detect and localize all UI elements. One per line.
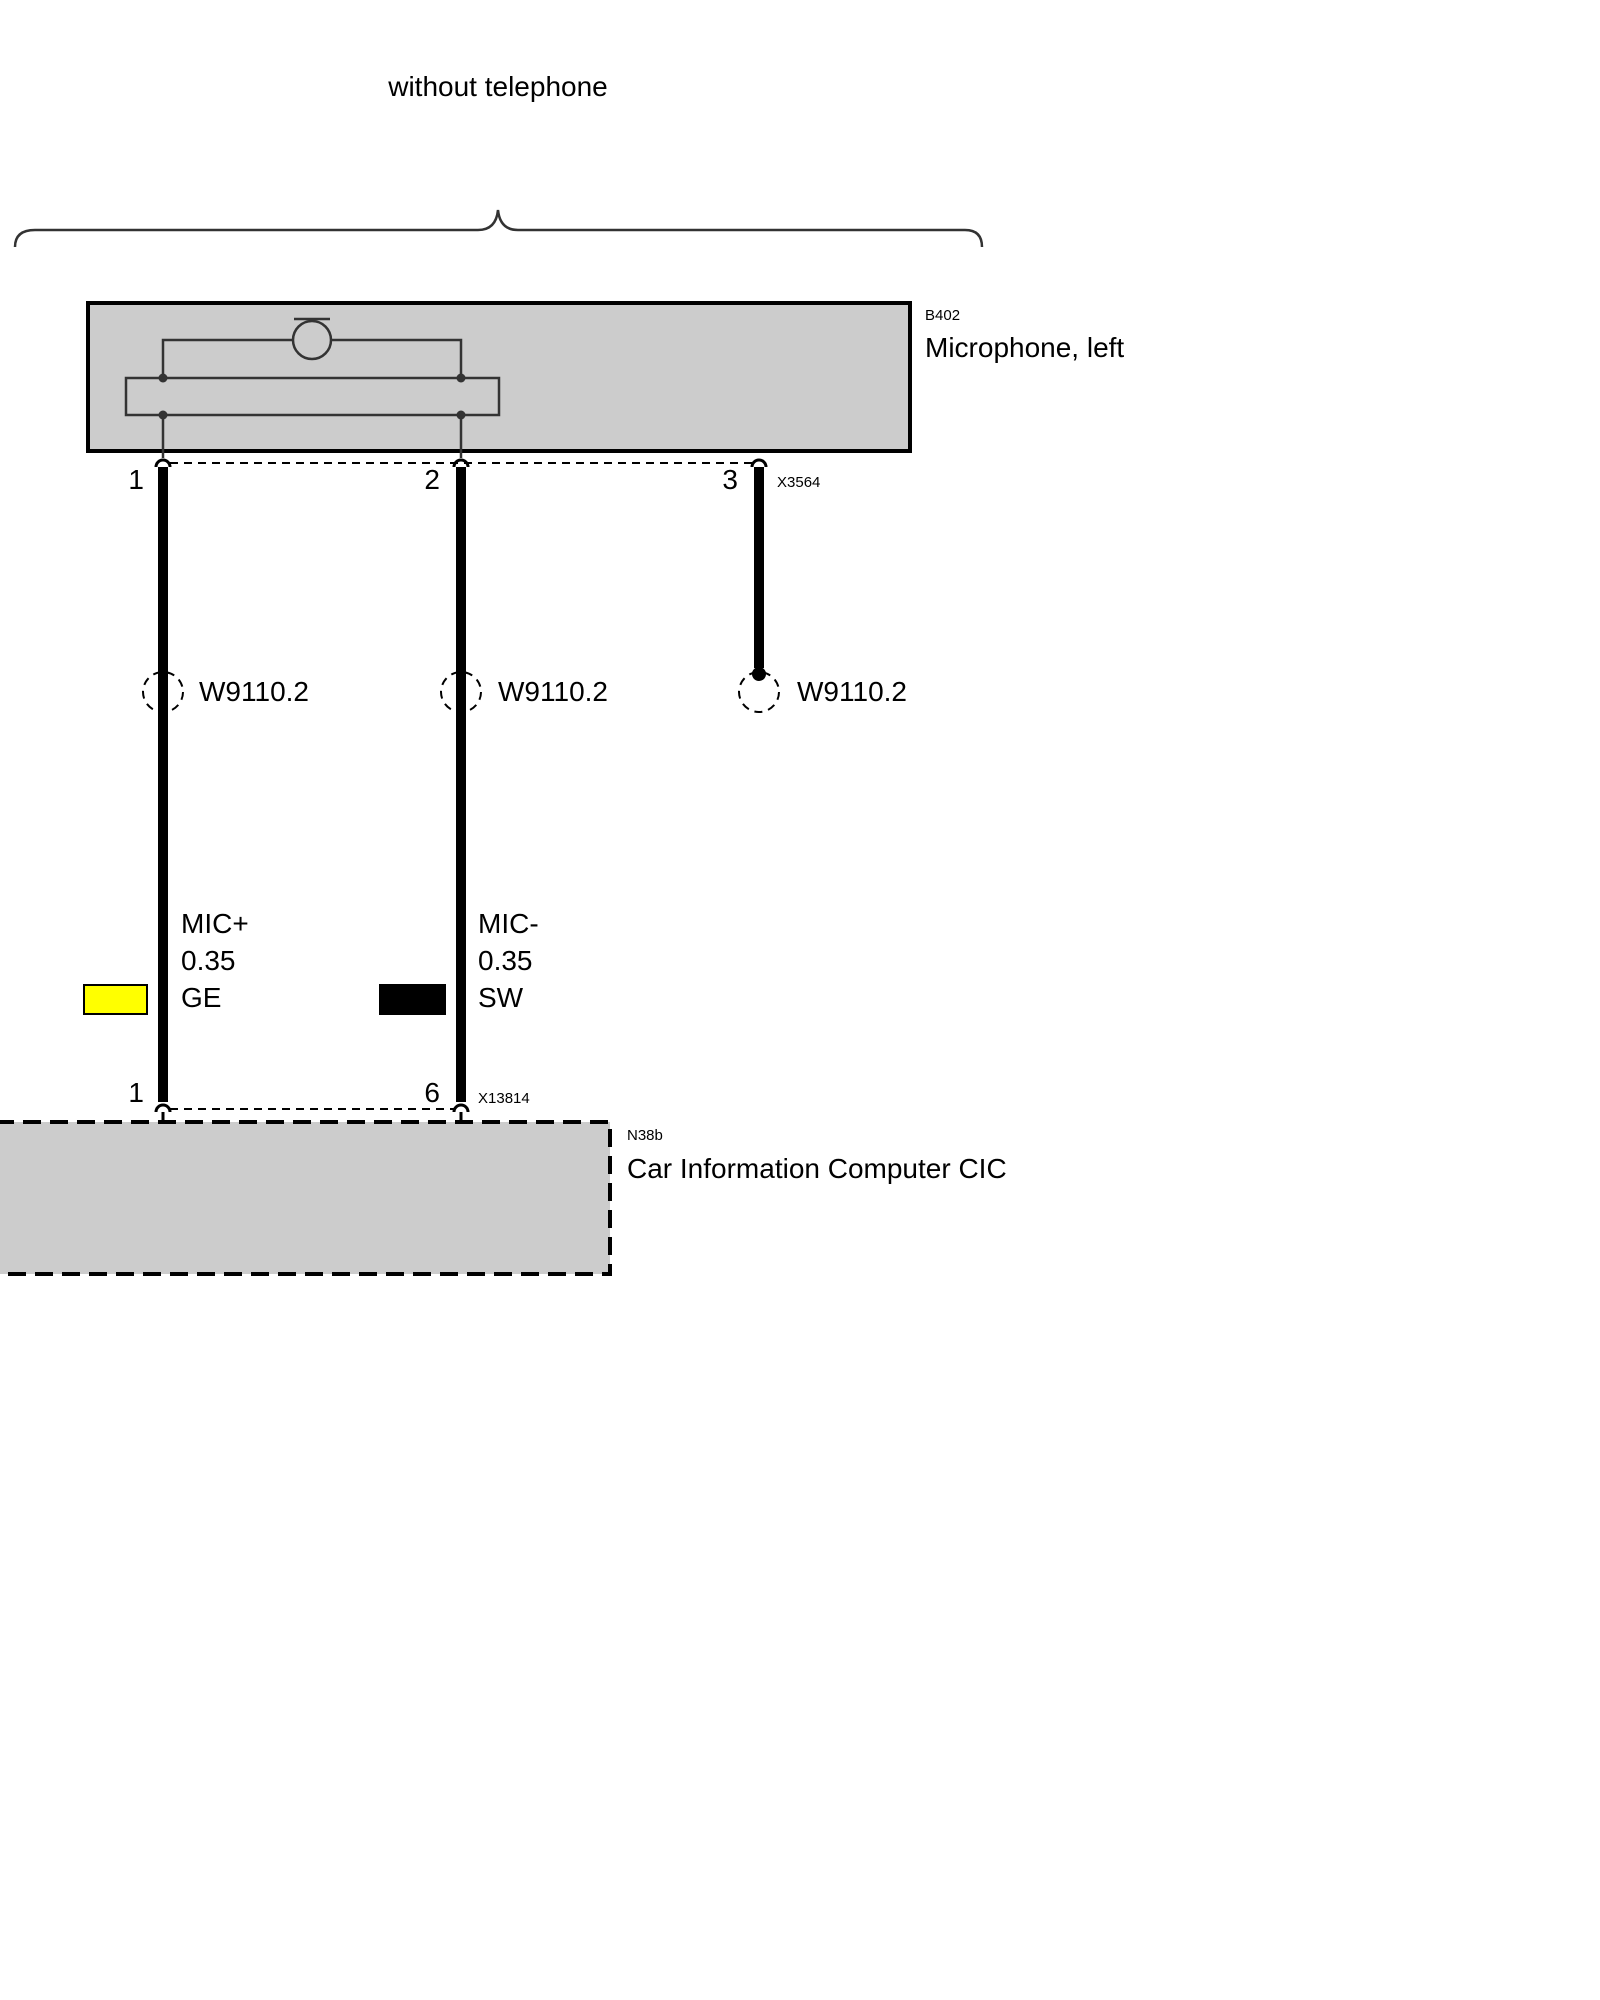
cic-name: Car Information Computer CIC: [627, 1153, 1007, 1184]
wire-1-harness: W9110.2: [199, 676, 309, 707]
cic-id: N38b: [627, 1127, 663, 1144]
cic-component: N38b Car Information Computer CIC: [0, 1112, 1007, 1276]
microphone-symbol: [124, 317, 501, 458]
wire-1-bottom-pin: 1: [128, 1077, 144, 1108]
wire-3-harness: W9110.2: [797, 676, 907, 707]
wire-3-end-dot: [752, 667, 766, 681]
wire-1-color-code: GE: [181, 982, 221, 1013]
connector-x13814: X13814: [154, 1090, 530, 1113]
wire-2-color-swatch: [379, 984, 446, 1015]
wire-3-harness-marker: [738, 671, 780, 713]
connector-x3564-label: X3564: [777, 474, 820, 491]
wire-1-top-pin: 1: [128, 464, 144, 495]
connector-x13814-label: X13814: [478, 1090, 530, 1107]
wire-3-top-pin: 3: [722, 464, 738, 495]
connector-x3564: X3564: [154, 458, 820, 491]
microphone-component: B402 Microphone, left: [86, 301, 1124, 458]
microphone-name: Microphone, left: [925, 332, 1124, 363]
wire-1-harness-marker: [142, 671, 184, 713]
wire-2-harness-marker: [440, 671, 482, 713]
wire-2-gauge: 0.35: [478, 945, 533, 976]
wire-2-signal: MIC-: [478, 908, 539, 939]
wire-2-top-pin: 2: [424, 464, 440, 495]
group-label: without telephone: [387, 71, 608, 102]
wire-1-color-swatch: [83, 984, 148, 1015]
wire-2-bottom-pin: 6: [424, 1077, 440, 1108]
wire-1-gauge: 0.35: [181, 945, 236, 976]
wire-1-signal: MIC+: [181, 908, 249, 939]
microphone-id: B402: [925, 307, 960, 324]
group-brace: [13, 209, 984, 248]
wire-2-color-code: SW: [478, 982, 524, 1013]
wire-2-harness: W9110.2: [498, 676, 608, 707]
cic-box: [0, 1120, 612, 1276]
